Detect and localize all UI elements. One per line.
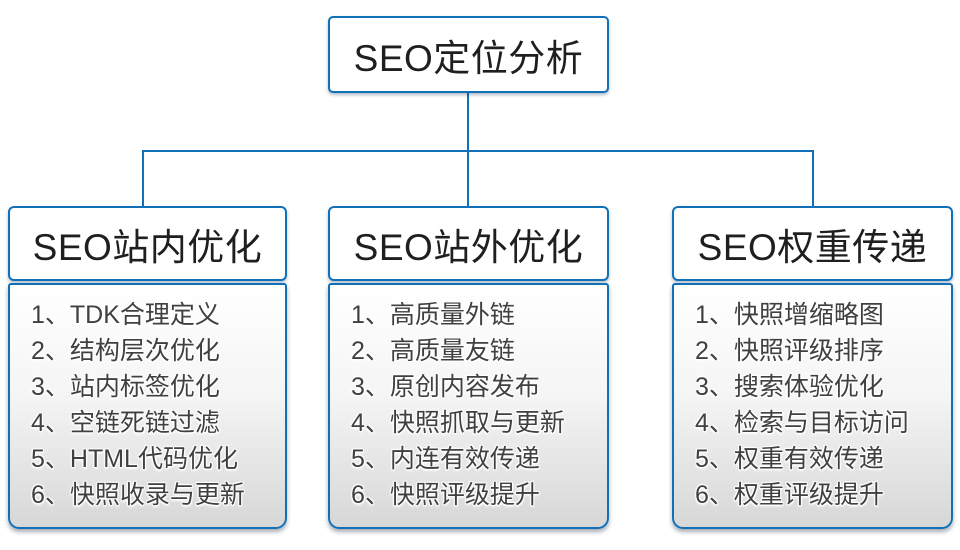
connector-root-drop — [467, 93, 469, 151]
branch-list-offsite: 1、高质量外链 2、高质量友链 3、原创内容发布 4、快照抓取与更新 5、内连有… — [328, 283, 609, 529]
list-item: 5、权重有效传递 — [695, 445, 884, 473]
branch-title-weight: SEO权重传递 — [672, 206, 953, 281]
list-item: 1、快照增缩略图 — [695, 301, 884, 329]
list-item: 5、HTML代码优化 — [31, 445, 238, 473]
list-item: 6、快照评级提升 — [351, 481, 540, 509]
list-item: 3、搜索体验优化 — [695, 373, 884, 401]
list-item: 5、内连有效传递 — [351, 445, 540, 473]
branch-weight-transfer: SEO权重传递 1、快照增缩略图 2、快照评级排序 3、搜索体验优化 4、检索与… — [672, 206, 953, 529]
connector-left-drop — [142, 150, 144, 206]
list-item: 2、结构层次优化 — [31, 337, 220, 365]
list-item: 2、高质量友链 — [351, 337, 515, 365]
list-item: 6、权重评级提升 — [695, 481, 884, 509]
branch-title-onsite: SEO站内优化 — [8, 206, 287, 281]
connector-horizontal-bus — [142, 150, 814, 152]
list-item: 4、检索与目标访问 — [695, 409, 909, 437]
branch-list-onsite: 1、TDK合理定义 2、结构层次优化 3、站内标签优化 4、空链死链过滤 5、H… — [8, 283, 287, 529]
list-item: 3、原创内容发布 — [351, 373, 540, 401]
connector-middle-drop — [467, 150, 469, 206]
list-item: 1、高质量外链 — [351, 301, 515, 329]
list-item: 4、快照抓取与更新 — [351, 409, 565, 437]
list-item: 4、空链死链过滤 — [31, 409, 220, 437]
root-node-seo-positioning-analysis: SEO定位分析 — [328, 16, 609, 93]
list-item: 1、TDK合理定义 — [31, 301, 220, 329]
branch-onsite-optimization: SEO站内优化 1、TDK合理定义 2、结构层次优化 3、站内标签优化 4、空链… — [8, 206, 287, 529]
branch-title-offsite: SEO站外优化 — [328, 206, 609, 281]
list-item: 6、快照收录与更新 — [31, 481, 245, 509]
branch-offsite-optimization: SEO站外优化 1、高质量外链 2、高质量友链 3、原创内容发布 4、快照抓取与… — [328, 206, 609, 529]
connector-right-drop — [812, 150, 814, 206]
branch-list-weight: 1、快照增缩略图 2、快照评级排序 3、搜索体验优化 4、检索与目标访问 5、权… — [672, 283, 953, 529]
list-item: 2、快照评级排序 — [695, 337, 884, 365]
list-item: 3、站内标签优化 — [31, 373, 220, 401]
